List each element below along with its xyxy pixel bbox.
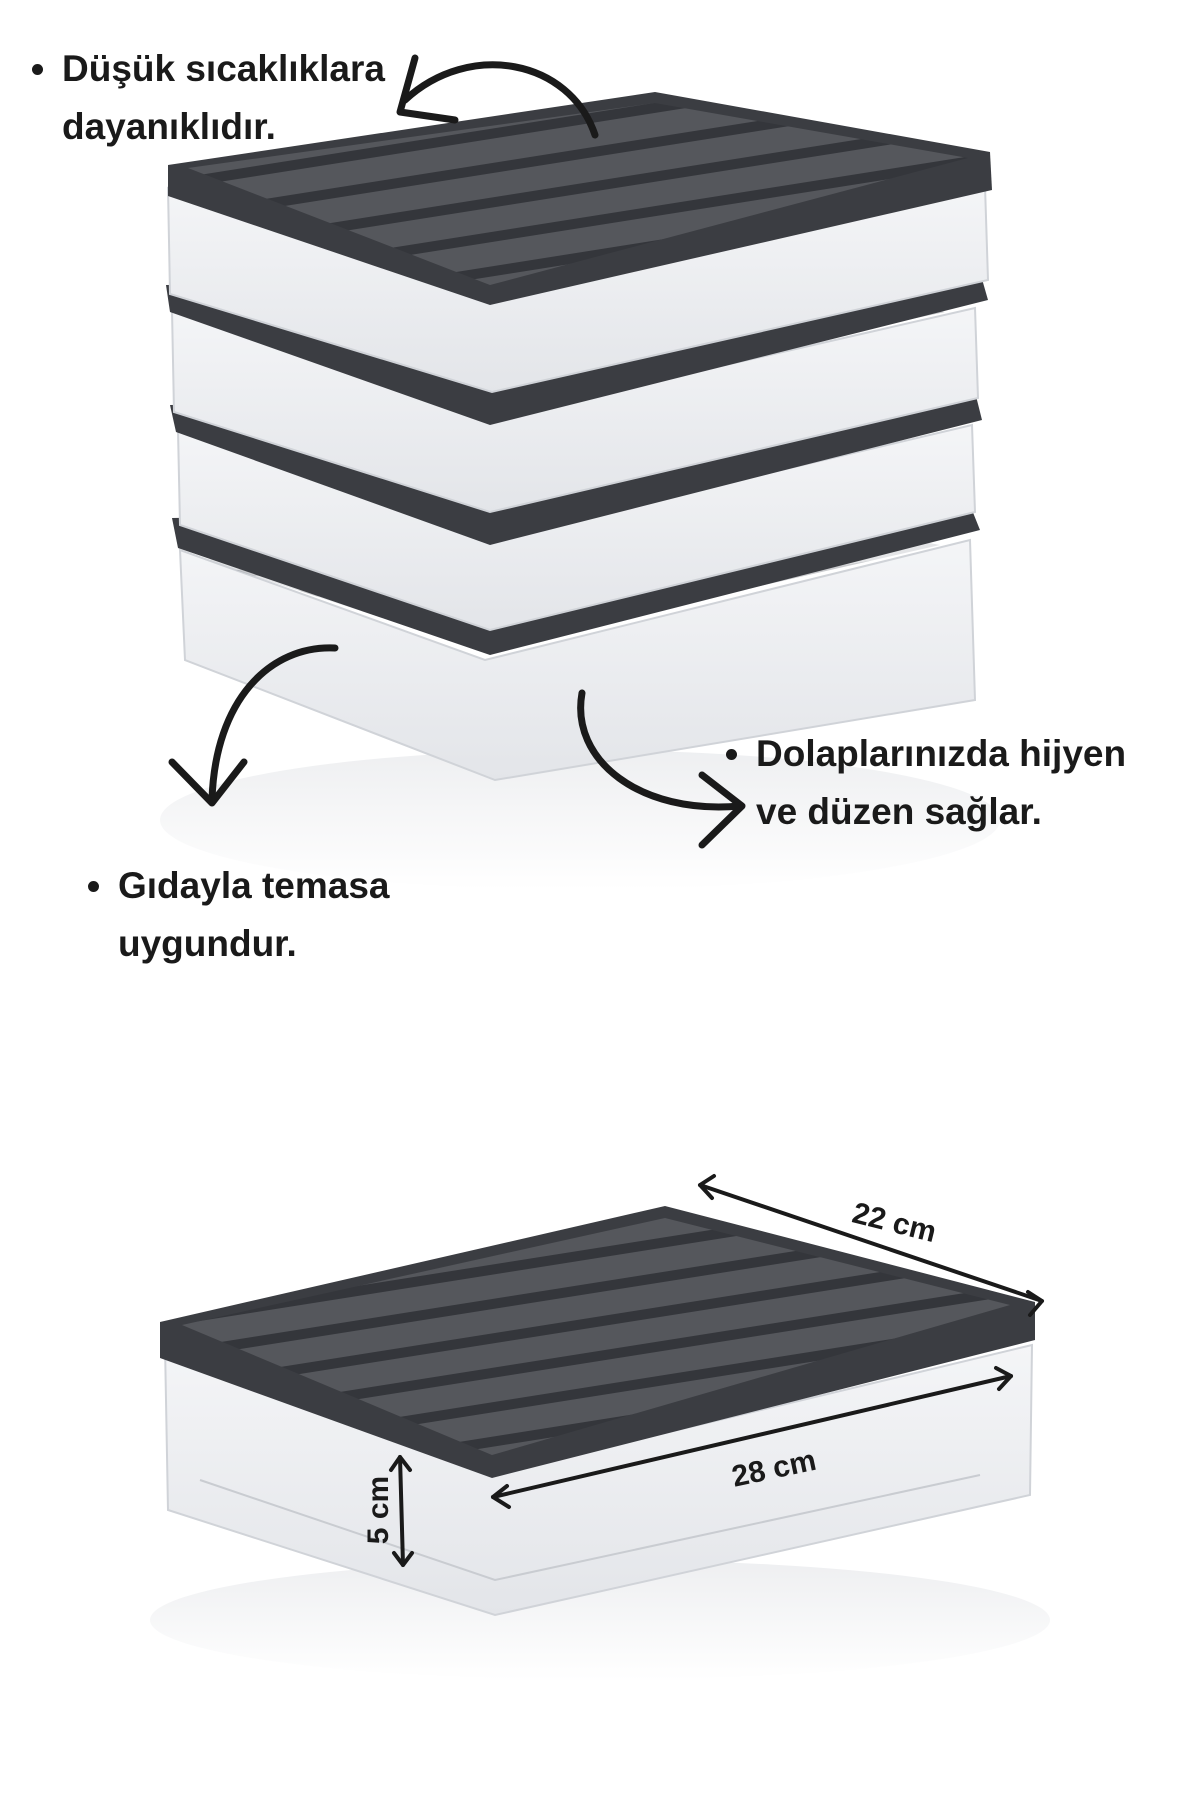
feature-line: dayanıklıdır. [62, 106, 276, 147]
feature-line: Gıdayla temasa [118, 865, 390, 906]
reflection [160, 750, 1000, 890]
lid-ribs [188, 103, 968, 285]
feature-line: Düşük sıcaklıklara [62, 48, 385, 89]
container-1 [166, 92, 992, 394]
feature-line: uygundur. [118, 923, 297, 964]
feature-line: Dolaplarınızda hijyen [756, 733, 1127, 774]
curved-arrow-icon [168, 644, 339, 807]
curved-arrow-icon [577, 689, 746, 849]
feature-food-safe: Gıdayla temasa uygundur. [88, 857, 389, 973]
dimension-height: 5 cm [362, 1476, 395, 1544]
feature-hygiene-text: Dolaplarınızda hijyen ve düzen sağlar. [726, 725, 1126, 841]
feature-low-temperature: Düşük sıcaklıklara dayanıklıdır. [32, 40, 385, 156]
single-container [150, 1206, 1050, 1680]
feature-line: ve düzen sağlar. [756, 791, 1042, 832]
feature-food-safe-text: Gıdayla temasa uygundur. [88, 857, 389, 973]
double-arrow-icon [389, 1174, 1044, 1567]
feature-hygiene: Dolaplarınızda hijyen ve düzen sağlar. [726, 725, 1126, 841]
lid-ribs [182, 1218, 1010, 1455]
container-stack [166, 92, 992, 782]
curved-arrow-icon [396, 54, 599, 139]
feature-low-temperature-text: Düşük sıcaklıklara dayanıklıdır. [32, 40, 385, 156]
